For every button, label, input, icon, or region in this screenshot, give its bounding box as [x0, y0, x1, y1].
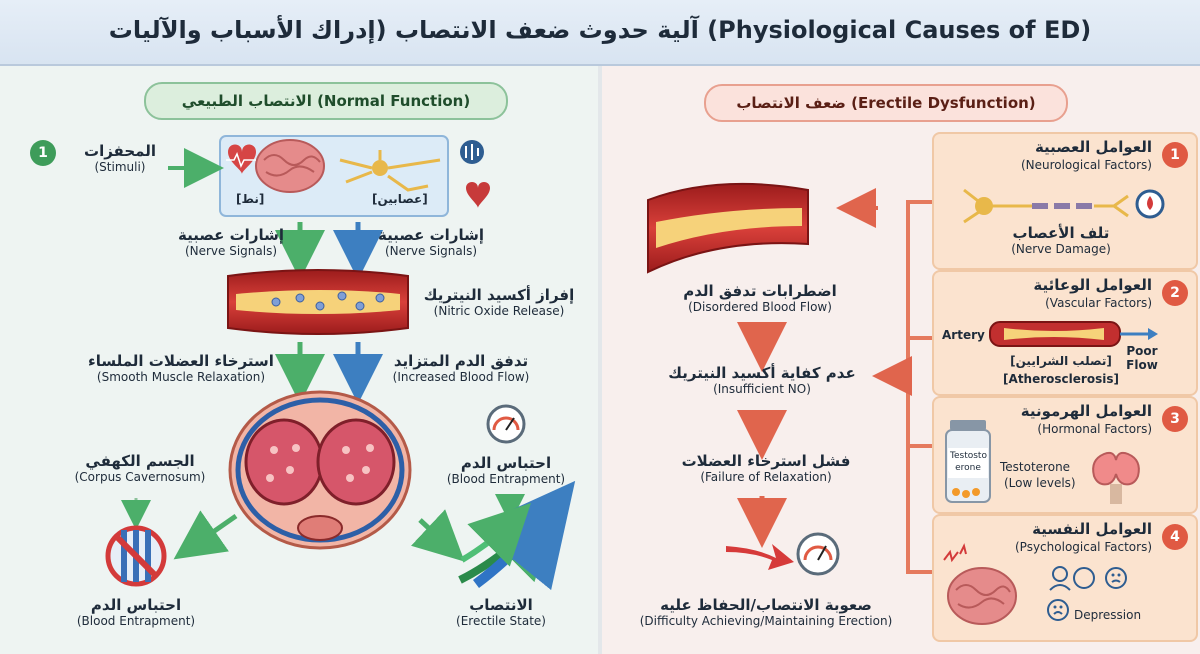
vascular-factors-title: العوامل الوعائية: [1033, 276, 1152, 294]
psychological-factors-card: 4 العوامل النفسية (Psychological Factors…: [932, 514, 1198, 642]
nerve-signals-left-label: إشارات عصبية(Nerve Signals): [178, 226, 284, 258]
nerve-label: [عصابين]: [372, 192, 428, 206]
narrowed-artery-icon: [989, 321, 1158, 347]
page-title: آلية حدوث ضعف الانتصاب (إدراك الأسباب وا…: [108, 16, 1092, 44]
vascular-factors-card: 2 العوامل الوعائية (Vascular Factors) Ar…: [932, 270, 1198, 396]
neurological-factors-subtitle: (Neurological Factors): [1020, 158, 1152, 172]
hormonal-factors-title: العوامل الهرمونية: [1020, 402, 1152, 420]
atherosclerosis-ar-label: [تصلب الشرايين]: [1010, 354, 1112, 368]
erectile-state-label: الانتصاب(Erectile State): [456, 596, 546, 628]
insufficient-no-label: عدم كفاية أكسيد النيتريك(Insufficient NO…: [668, 364, 856, 396]
factor-number-4: 4: [1162, 524, 1188, 550]
smooth-muscle-label: استرخاء العضلات الملساء(Smooth Muscle Re…: [88, 352, 274, 384]
stressed-brain-icon: [943, 543, 1017, 625]
pressure-gauge-icon: [486, 404, 526, 444]
psychological-factors-subtitle: (Psychological Factors): [1015, 540, 1152, 554]
blood-entrapment-right-label: احتباس الدم(Blood Entrapment): [446, 454, 566, 486]
poor-flow-label: Poor Flow: [1126, 344, 1158, 372]
step-number-1: 1: [30, 140, 56, 166]
artery-label: Artery: [942, 328, 985, 342]
blood-flow-label: تدفق الدم المتزايد(Increased Blood Flow): [392, 352, 530, 384]
blood-entrapment-left-label: احتباس الدم(Blood Entrapment): [76, 596, 196, 628]
thyroid-icon: [1092, 451, 1140, 504]
testosterone-bottle-icon: [945, 420, 991, 503]
brain-label: [نط]: [236, 192, 265, 206]
narrowed-blood-vessel: [647, 182, 809, 274]
nerve-damage-label: تلف الأعصاب(Nerve Damage): [1011, 224, 1111, 256]
ed-gauge-icon: [796, 532, 840, 576]
blocked-flow-icon: [105, 525, 167, 587]
hormonal-factors-subtitle: (Hormonal Factors): [1037, 422, 1152, 436]
factors-bracket: [872, 200, 932, 574]
ed-curved-arrow: [726, 544, 794, 570]
disordered-blood-flow-label: اضطرابات تدفق الدم(Disordered Blood Flow…: [683, 282, 837, 314]
normal-blood-vessel: [227, 269, 409, 335]
nerve-signals-right-label: إشارات عصبية(Nerve Signals): [378, 226, 484, 258]
factor-number-2: 2: [1162, 280, 1188, 306]
mental-health-icons: [1047, 566, 1127, 621]
psychological-factors-title: العوامل النفسية: [1032, 520, 1152, 538]
bottle-label: Testosto erone: [950, 451, 987, 473]
heart-icon: [466, 182, 490, 208]
rising-arrows-icon: [458, 480, 576, 591]
heart-pulse-icon: [226, 144, 256, 174]
difficulty-erection-label: صعوبة الانتصاب/الحفاظ عليه(Difficulty Ac…: [639, 596, 893, 628]
corpus-cavernosum-label: الجسم الكهفي(Corpus Cavernosum): [74, 452, 206, 484]
erectile-dysfunction-header: ضعف الانتصاب (Erectile Dysfunction): [704, 84, 1068, 122]
low-levels-label: (Low levels): [1004, 476, 1076, 490]
panel-divider: [598, 66, 602, 654]
corpus-cavernosum-cross-section: [228, 390, 412, 550]
testosterone-label: Testoterone: [1000, 460, 1071, 474]
neurological-factors-card: 1 العوامل العصبية (Neurological Factors)…: [932, 132, 1198, 270]
normal-function-header: الانتصاب الطبيعي (Normal Function): [144, 82, 508, 120]
hormonal-factors-card: 3 العوامل الهرمونية (Hormonal Factors) T…: [932, 396, 1198, 514]
neuron-icon: [339, 150, 441, 192]
damaged-nerve-icon: [963, 188, 1165, 224]
title-bar: آلية حدوث ضعف الانتصاب (إدراك الأسباب وا…: [0, 0, 1200, 66]
depression-label: Depression: [1074, 608, 1142, 622]
stimuli-label: المحفزات(Stimuli): [84, 142, 156, 174]
signal-icon: [460, 140, 484, 164]
atherosclerosis-en-label: [Atherosclerosis]: [1003, 372, 1119, 386]
factor-number-1: 1: [1162, 142, 1188, 168]
vascular-factors-subtitle: (Vascular Factors): [1045, 296, 1152, 310]
brain-icon: [255, 139, 325, 193]
nitric-oxide-label: إفراز أكسيد النيتريك(Nitric Oxide Releas…: [423, 286, 575, 318]
neurological-factors-title: العوامل العصبية: [1034, 138, 1152, 156]
to-erection-arrow: [411, 509, 465, 562]
to-entrapment-arrow: [173, 510, 238, 560]
factor-number-3: 3: [1162, 406, 1188, 432]
failure-of-relaxation-label: فشل استرخاء العضلات(Failure of Relaxatio…: [681, 452, 851, 484]
